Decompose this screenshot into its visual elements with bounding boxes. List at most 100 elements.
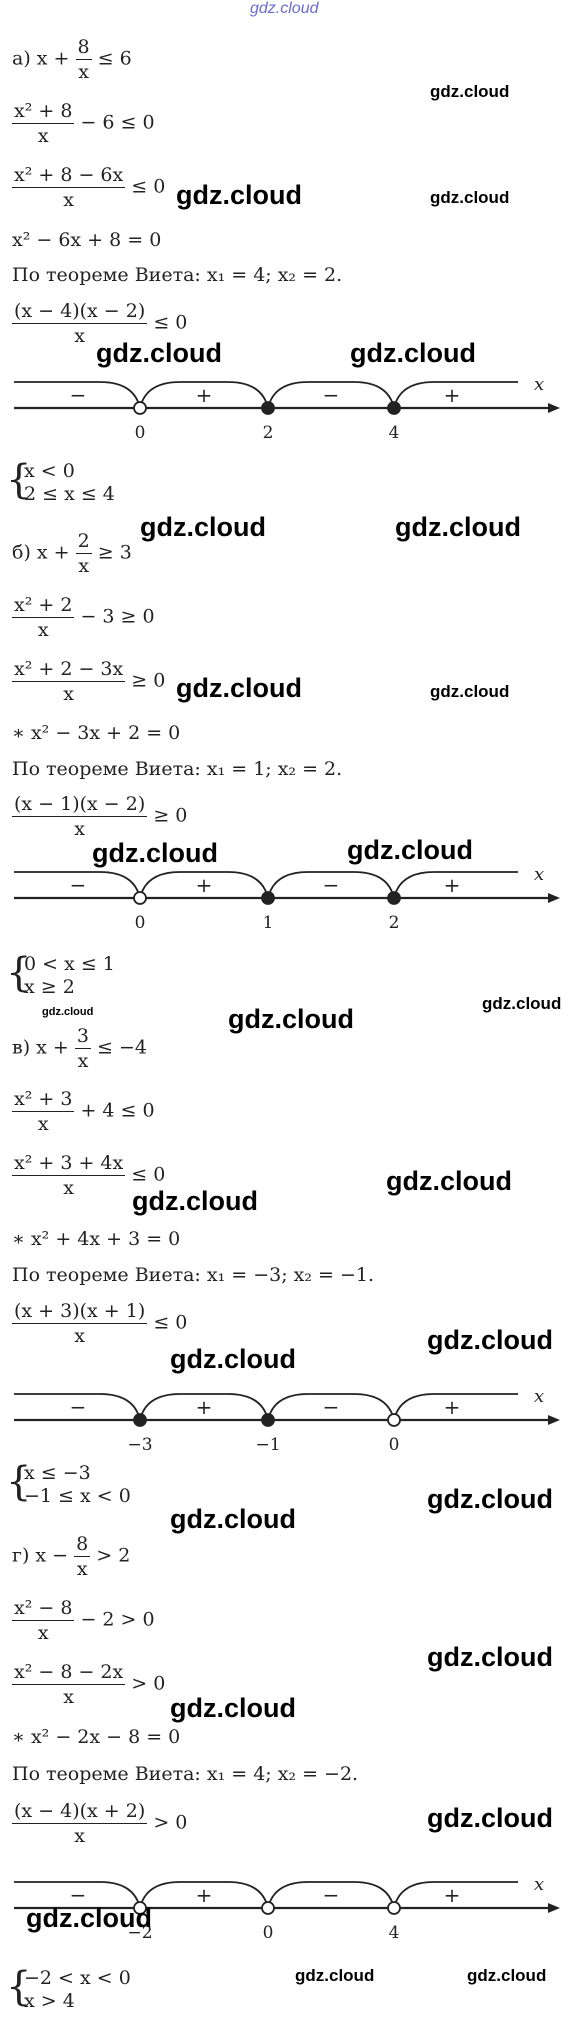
- part-a-line3-suffix: ≤ 0: [131, 175, 166, 198]
- part-a-line3-den: x: [63, 189, 74, 211]
- part-c-line1-den: x: [77, 1050, 89, 1072]
- system-brace-icon: {: [6, 950, 32, 996]
- point-label: 1: [263, 913, 274, 930]
- part-b-vieta: По теореме Виета: x₁ = 1; x₂ = 2.: [12, 758, 343, 780]
- interval-arc: [267, 1881, 395, 1909]
- part-b-system-line2: x ≥ 2: [24, 976, 75, 998]
- open-point: [133, 891, 147, 905]
- open-point: [387, 1413, 401, 1427]
- watermark: gdz.cloud: [395, 512, 521, 542]
- closed-point: [261, 1413, 275, 1427]
- watermark: gdz.cloud: [427, 1484, 553, 1514]
- watermark: gdz.cloud: [427, 1642, 553, 1672]
- part-a-line1-den: x: [78, 61, 89, 83]
- part-d-line3-num: x² − 8 − 2x: [12, 1661, 126, 1685]
- part-b-line4: ∗ x² − 3x + 2 = 0: [12, 722, 181, 744]
- part-a-line1-num: 8: [75, 36, 92, 60]
- point-label: −3: [127, 1435, 152, 1452]
- watermark: gdz.cloud: [42, 1006, 94, 1018]
- part-c-line3-num: x² + 3 + 4x: [12, 1152, 126, 1176]
- part-d-line3-den: x: [63, 1686, 74, 1708]
- interval-arc: [139, 381, 269, 409]
- part-a-line1-prefix: а) x +: [12, 47, 70, 70]
- part-c-line1-prefix: в) x +: [12, 1036, 69, 1059]
- point-label: 2: [263, 423, 274, 440]
- axis-variable-label: x: [534, 374, 544, 395]
- part-d-line6-den: x: [74, 1825, 85, 1847]
- watermark: gdz.cloud: [132, 1186, 258, 1216]
- part-d-line2-suffix: − 2 > 0: [80, 1608, 155, 1631]
- part-d-line6-suffix: > 0: [153, 1811, 188, 1834]
- part-b-line2-den: x: [37, 619, 49, 641]
- part-c-system: { x ≤ −3 −1 ≤ x < 0: [6, 1462, 131, 1508]
- system-brace-icon: {: [6, 1459, 32, 1505]
- interval-arc: [267, 1393, 395, 1421]
- closed-point: [387, 401, 401, 415]
- part-a-line2-suffix: − 6 ≤ 0: [80, 111, 155, 134]
- part-b-line6-num: (x − 1)(x − 2): [12, 793, 148, 817]
- watermark: gdz.cloud: [170, 1693, 296, 1723]
- part-c-line6-num: (x + 3)(x + 1): [12, 1300, 148, 1324]
- part-c-line2-den: x: [37, 1113, 49, 1135]
- point-label: 0: [389, 1435, 400, 1452]
- part-b-system: { 0 < x ≤ 1 x ≥ 2: [6, 953, 115, 999]
- point-label: 0: [135, 423, 146, 440]
- watermark: gdz.cloud: [482, 994, 562, 1013]
- sign-label: +: [196, 873, 213, 897]
- watermark: gdz.cloud: [140, 512, 266, 542]
- watermark: gdz.cloud: [170, 1344, 296, 1374]
- watermark: gdz.cloud: [176, 180, 302, 210]
- part-b-line3-den: x: [63, 683, 74, 705]
- watermark: gdz.cloud: [176, 673, 302, 703]
- part-d-line1-suffix: > 2: [96, 1544, 131, 1567]
- watermark: gdz.cloud: [26, 1903, 152, 1933]
- part-b-system-line1: 0 < x ≤ 1: [24, 953, 115, 975]
- closed-point: [387, 891, 401, 905]
- sign-label: +: [196, 383, 213, 407]
- axis-variable-label: x: [534, 1874, 544, 1895]
- part-c-line3-suffix: ≤ 0: [131, 1163, 166, 1186]
- part-c-vieta: По теореме Виета: x₁ = −3; x₂ = −1.: [12, 1264, 375, 1286]
- axis-arrow-icon: [548, 893, 560, 903]
- axis-variable-label: x: [534, 864, 544, 885]
- watermark: gdz.cloud: [92, 838, 218, 868]
- watermark: gdz.cloud: [427, 1803, 553, 1833]
- part-a-line1-suffix: ≤ 6: [97, 47, 132, 70]
- sign-label: +: [444, 383, 461, 407]
- watermark: gdz.cloud: [347, 835, 473, 865]
- open-point: [133, 1901, 147, 1915]
- part-d-vieta: По теореме Виета: x₁ = 4; x₂ = −2.: [12, 1763, 359, 1785]
- watermark: gdz.cloud: [350, 338, 476, 368]
- part-c-line2-num: x² + 3: [12, 1088, 75, 1112]
- part-c-line1-suffix: ≤ −4: [97, 1036, 147, 1059]
- watermark: gdz.cloud: [430, 188, 510, 207]
- open-point: [261, 1901, 275, 1915]
- part-c-line2-suffix: + 4 ≤ 0: [80, 1099, 155, 1122]
- part-b-line6-suffix: ≥ 0: [153, 804, 188, 827]
- interval-arc: [139, 871, 269, 899]
- part-d-system-line2: x > 4: [24, 1990, 75, 2012]
- sign-label: −: [323, 1395, 340, 1419]
- part-a-system: { x < 0 2 ≤ x ≤ 4: [6, 460, 115, 506]
- part-b-line1-num: 2: [75, 530, 92, 554]
- watermark-top: gdz.cloud: [250, 0, 319, 17]
- open-point: [387, 1901, 401, 1915]
- system-brace-icon: {: [6, 457, 32, 503]
- part-d-line1-num: 8: [74, 1533, 91, 1557]
- watermark: gdz.cloud: [386, 1166, 512, 1196]
- sign-label: +: [196, 1883, 213, 1907]
- sign-label: −: [323, 873, 340, 897]
- part-a-system-line2: 2 ≤ x ≤ 4: [24, 483, 115, 505]
- part-a-line6-den: x: [74, 325, 85, 347]
- part-d-line2-den: x: [37, 1622, 49, 1644]
